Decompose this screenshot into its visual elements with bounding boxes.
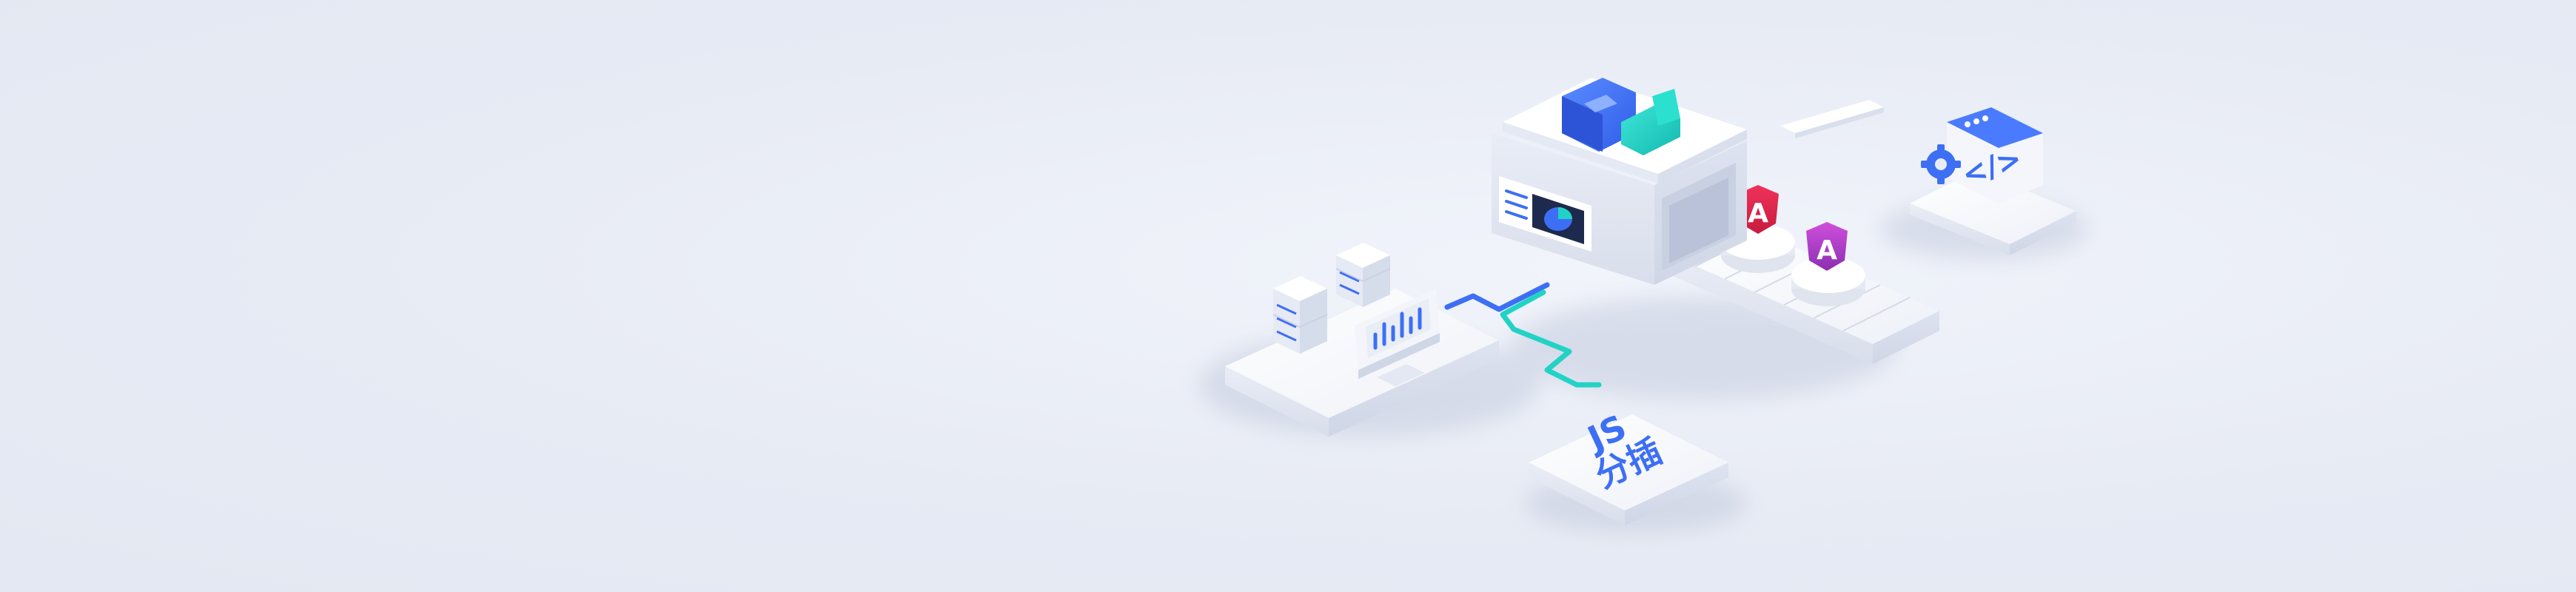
server-icon <box>1272 243 1391 354</box>
angular-logo-icon: A <box>1806 222 1848 271</box>
angular-logo-letter: A <box>1817 235 1837 266</box>
connector-lines <box>1444 282 1602 388</box>
bar-chart-monitor-icon <box>1355 289 1440 386</box>
angular-logo-icon: A <box>1737 185 1779 234</box>
pie-chart-screen-icon <box>1499 176 1591 252</box>
browser-code-icon: </> <box>1947 107 2043 204</box>
angular-logo-letter: A <box>1748 198 1768 229</box>
gear-icon <box>1921 144 1961 184</box>
code-platform <box>1910 170 2076 255</box>
floating-slab <box>1780 100 1884 138</box>
conveyor-disc <box>1791 258 1865 306</box>
factory-icon <box>1492 78 1747 285</box>
